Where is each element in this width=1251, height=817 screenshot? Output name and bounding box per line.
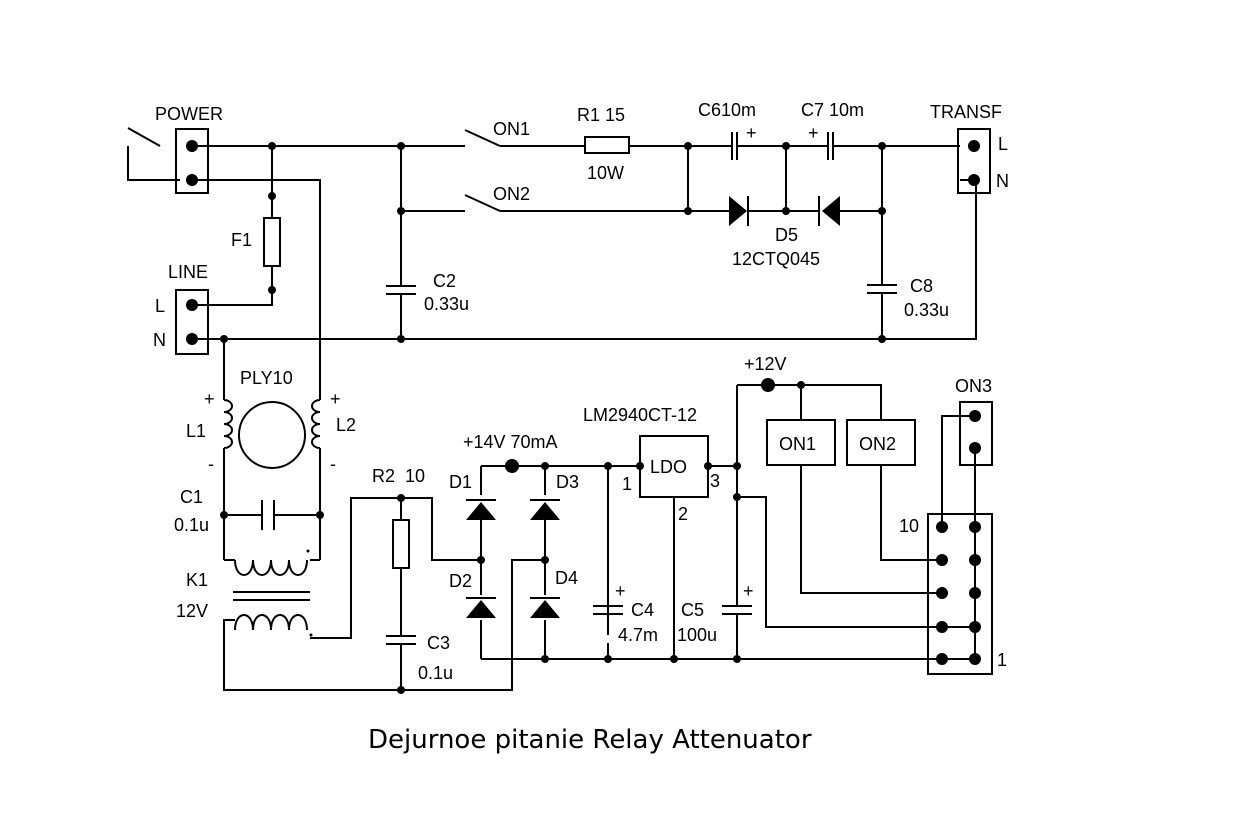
label-connector-pin10: 10: [899, 516, 919, 536]
plus-l1: +: [204, 389, 215, 409]
line-connector: [175, 289, 209, 355]
label-transf: TRANSF: [930, 102, 1002, 122]
capacitor-c7: [827, 132, 834, 160]
label-c7: C7 10m: [801, 100, 864, 120]
label-r1-power: 10W: [587, 163, 624, 183]
label-transf-l: L: [998, 134, 1008, 154]
label-ply10: PLY10: [240, 368, 293, 388]
plus-l2: +: [330, 389, 341, 409]
label-transf-n: N: [996, 171, 1009, 191]
plus-c4: +: [615, 581, 626, 601]
label-l1: L1: [186, 421, 206, 441]
label-on1-switch: ON1: [493, 119, 530, 139]
label-ldo: LDO: [650, 457, 687, 477]
label-d1: D1: [449, 472, 472, 492]
capacitor-c4: [593, 605, 623, 615]
label-c1: C1: [180, 487, 203, 507]
label-c3: C3: [427, 633, 450, 653]
label-c2-value: 0.33u: [424, 294, 469, 314]
resistor-r1: [584, 136, 630, 154]
capacitor-c8: [867, 284, 897, 294]
label-c8-value: 0.33u: [904, 300, 949, 320]
label-c4-value: 4.7m: [618, 625, 658, 645]
label-ldo-pin2: 2: [678, 504, 688, 524]
label-c1-value: 0.1u: [174, 515, 209, 535]
label-relay-on1: ON1: [779, 434, 816, 454]
label-d3: D3: [556, 472, 579, 492]
label-k1-value: 12V: [176, 601, 208, 621]
capacitor-c2: [386, 285, 416, 295]
minus-l2: -: [330, 454, 336, 474]
transf-connector: [957, 128, 991, 194]
label-c6: C610m: [698, 100, 756, 120]
label-on3: ON3: [955, 376, 992, 396]
label-c5: C5: [681, 600, 704, 620]
transformer-ply10: [223, 399, 321, 469]
labels: POWER LINE L N TRANSF L N F1 ON1 ON2 R1 …: [153, 100, 1009, 755]
relay-k1: [233, 559, 310, 631]
switch-on1: [464, 129, 501, 147]
label-14v: +14V 70mA: [463, 432, 558, 452]
label-lm2940: LM2940CT-12: [583, 405, 697, 425]
label-d5-part: 12CTQ045: [732, 249, 820, 269]
diode-d2: [466, 597, 496, 618]
switch-on2: [464, 194, 501, 212]
label-c5-value: 100u: [677, 625, 717, 645]
label-power: POWER: [155, 104, 223, 124]
diode-d3: [530, 499, 560, 520]
label-r2: R2: [372, 466, 395, 486]
resistor-r2: [392, 519, 410, 569]
label-c4: C4: [631, 600, 654, 620]
label-connector-pin1: 1: [997, 650, 1007, 670]
label-c8: C8: [910, 276, 933, 296]
pin-header-10: [927, 513, 993, 675]
minus-l1: -: [208, 454, 214, 474]
label-c3-value: 0.1u: [418, 663, 453, 683]
label-12v: +12V: [744, 354, 787, 374]
junctions: [220, 142, 886, 694]
label-d5: D5: [775, 225, 798, 245]
diode-d4: [530, 597, 560, 618]
plus-c7: +: [808, 123, 819, 143]
label-on2-switch: ON2: [493, 184, 530, 204]
label-line: LINE: [168, 262, 208, 282]
label-ldo-pin1: 1: [622, 474, 632, 494]
label-ldo-pin3: 3: [710, 471, 720, 491]
capacitor-c3: [386, 635, 416, 645]
capacitor-c6: [731, 132, 738, 160]
capacitor-c5: [722, 605, 752, 615]
label-r1: R1 15: [577, 105, 625, 125]
label-d2: D2: [449, 571, 472, 591]
diode-d1: [466, 499, 496, 520]
relay-coil-on2: [846, 419, 916, 466]
label-r2-value: 10: [405, 466, 425, 486]
label-line-n: N: [153, 330, 166, 350]
label-k1: K1: [186, 570, 208, 590]
fuse-f1: [263, 217, 281, 267]
label-l2: L2: [336, 415, 356, 435]
label-c2: C2: [433, 271, 456, 291]
diagram-title: Dejurnoe pitanie Relay Attenuator: [368, 725, 812, 755]
label-line-l: L: [155, 296, 165, 316]
plus-c6: +: [746, 123, 757, 143]
on3-connector: [959, 401, 993, 466]
diode-d5: [729, 196, 840, 226]
label-d4: D4: [555, 568, 578, 588]
wires: [127, 145, 977, 691]
power-connector: [127, 127, 209, 194]
plus-c5: +: [743, 581, 754, 601]
relay-coil-on1: [766, 419, 836, 466]
label-relay-on2: ON2: [859, 434, 896, 454]
label-f1: F1: [231, 230, 252, 250]
capacitor-c1: [261, 500, 275, 530]
